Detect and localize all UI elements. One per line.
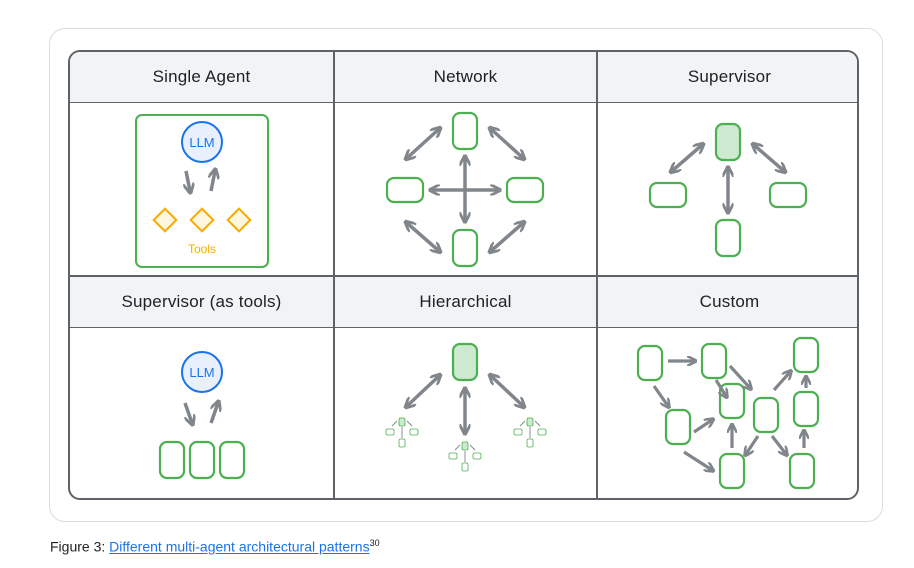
figure-caption: Figure 3: Different multi-agent architec… — [50, 538, 380, 555]
agent-node — [792, 336, 820, 374]
header-supervisor: Supervisor — [598, 52, 857, 102]
diagram-single-agent: LLM Tools — [70, 103, 333, 275]
agent-node — [768, 181, 808, 209]
diagram-custom — [598, 328, 857, 498]
arrow — [728, 364, 750, 388]
agent-box — [135, 114, 269, 268]
header-hierarchical: Hierarchical — [335, 277, 596, 327]
llm-node — [181, 121, 223, 163]
arrow-down — [183, 402, 192, 423]
sub-team — [448, 441, 482, 472]
tool-agent-node — [188, 440, 216, 480]
arrow-diagonal — [491, 223, 523, 251]
agent-node — [718, 382, 746, 420]
arrow-diagonal — [407, 129, 439, 158]
diagram-network — [335, 103, 596, 275]
arrow — [772, 372, 790, 392]
agent-node — [648, 181, 688, 209]
diagram-supervisor-as-tools: LLM — [70, 328, 333, 498]
supervisor-node — [714, 122, 742, 162]
caption-reference: 30 — [369, 538, 380, 548]
diagram-hierarchical — [335, 328, 596, 498]
sub-team — [385, 417, 419, 448]
llm-label: LLM — [189, 135, 214, 150]
header-single-agent: Single Agent — [70, 52, 333, 102]
agent-node — [752, 396, 780, 434]
llm-node — [181, 351, 223, 393]
agent-node — [505, 176, 545, 204]
tool-diamond — [189, 207, 215, 233]
header-supervisor-as-tools: Supervisor (as tools) — [70, 277, 333, 327]
grid-line — [70, 102, 857, 103]
diagram-supervisor — [598, 103, 857, 275]
agent-node — [385, 176, 425, 204]
top-supervisor-node — [451, 342, 479, 382]
header-network: Network — [335, 52, 596, 102]
patterns-table: Single Agent Network Supervisor Supervis… — [68, 50, 859, 500]
tool-diamond — [226, 207, 252, 233]
agent-node — [788, 452, 816, 490]
agent-node — [664, 408, 692, 446]
sub-team — [513, 417, 547, 448]
arrow-diagonal — [491, 129, 523, 158]
caption-prefix: Figure 3: — [50, 538, 110, 555]
agent-node — [636, 344, 664, 382]
arrow — [746, 435, 760, 454]
arrow — [683, 450, 712, 470]
arrow — [652, 385, 668, 406]
agent-node — [451, 111, 479, 151]
arrow-diagonal — [491, 376, 523, 406]
arrow-diagonal — [407, 223, 439, 251]
caption-link[interactable]: Different multi-agent architectural patt… — [109, 538, 370, 555]
arrow-up — [211, 171, 215, 192]
grid-line — [70, 327, 857, 328]
agent-node — [718, 452, 746, 490]
llm-label: LLM — [189, 365, 214, 380]
header-custom: Custom — [598, 277, 857, 327]
arrow — [693, 420, 712, 434]
arrow-diagonal — [754, 145, 784, 171]
arrow-up — [209, 403, 218, 424]
tools-label: Tools — [188, 242, 216, 256]
arrow-down — [186, 170, 190, 191]
tool-agent-node — [158, 440, 186, 480]
grid-line — [70, 275, 857, 277]
arrow-diagonal — [407, 376, 439, 406]
agent-node — [792, 390, 820, 428]
agent-node — [451, 228, 479, 268]
agent-node — [714, 218, 742, 258]
arrow-diagonal — [672, 145, 702, 171]
agent-node — [700, 342, 728, 380]
arrow — [714, 379, 726, 396]
arrow — [770, 435, 786, 454]
tool-agent-node — [218, 440, 246, 480]
tool-diamond — [152, 207, 178, 233]
